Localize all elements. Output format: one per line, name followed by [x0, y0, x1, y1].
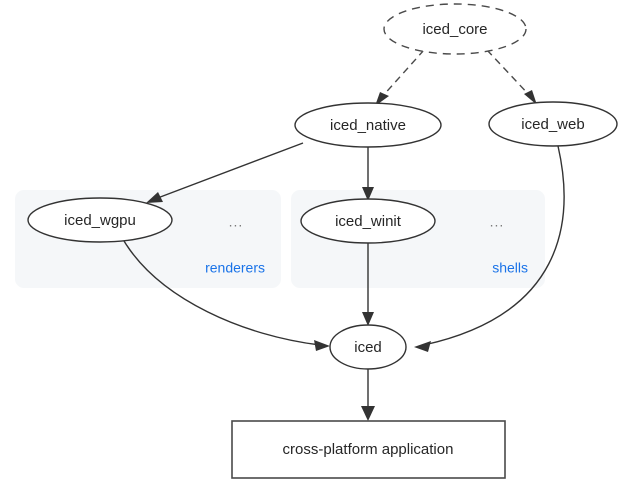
cluster-shells-label: shells [492, 260, 528, 276]
node-application-shape[interactable] [231, 420, 506, 479]
node-iced-core[interactable]: iced_core [383, 3, 527, 55]
node-iced-winit[interactable]: iced_winit [300, 198, 436, 244]
edge-iced-core-to-iced-native [375, 49, 425, 106]
node-iced-core-shape[interactable] [383, 3, 527, 55]
node-iced[interactable]: iced [329, 324, 407, 370]
node-iced-native-label: iced_native [330, 117, 406, 134]
cluster-shells-ellipsis: ... [490, 214, 505, 230]
node-iced-web-shape[interactable] [488, 101, 618, 147]
node-application[interactable]: cross-platform application [231, 420, 506, 479]
edge-iced-native-to-iced-winit [362, 147, 374, 201]
node-iced-core-label: iced_core [422, 21, 487, 38]
edge-iced-core-to-iced-web [486, 49, 537, 105]
node-iced-web[interactable]: iced_web [488, 101, 618, 147]
node-iced-native[interactable]: iced_native [294, 102, 442, 148]
node-application-label: cross-platform application [283, 441, 454, 458]
cluster-renderers-label: renderers [205, 260, 265, 276]
cluster-renderers-ellipsis: ... [229, 214, 244, 230]
edge-iced-web-to-iced [414, 145, 565, 352]
node-iced-web-label: iced_web [521, 116, 584, 133]
edge-iced-to-application [361, 369, 375, 421]
node-iced-native-shape[interactable] [294, 102, 442, 148]
node-iced-wgpu-label: iced_wgpu [64, 212, 136, 229]
edge-iced-winit-to-iced [362, 243, 374, 326]
node-iced-label: iced [354, 339, 382, 356]
edge-iced-wgpu-to-iced [123, 240, 330, 351]
node-iced-shape[interactable] [329, 324, 407, 370]
node-iced-wgpu[interactable]: iced_wgpu [27, 197, 173, 243]
node-iced-winit-shape[interactable] [300, 198, 436, 244]
edge-iced-native-to-iced-wgpu [146, 142, 304, 203]
node-iced-wgpu-shape[interactable] [27, 197, 173, 243]
node-iced-winit-label: iced_winit [335, 213, 402, 230]
